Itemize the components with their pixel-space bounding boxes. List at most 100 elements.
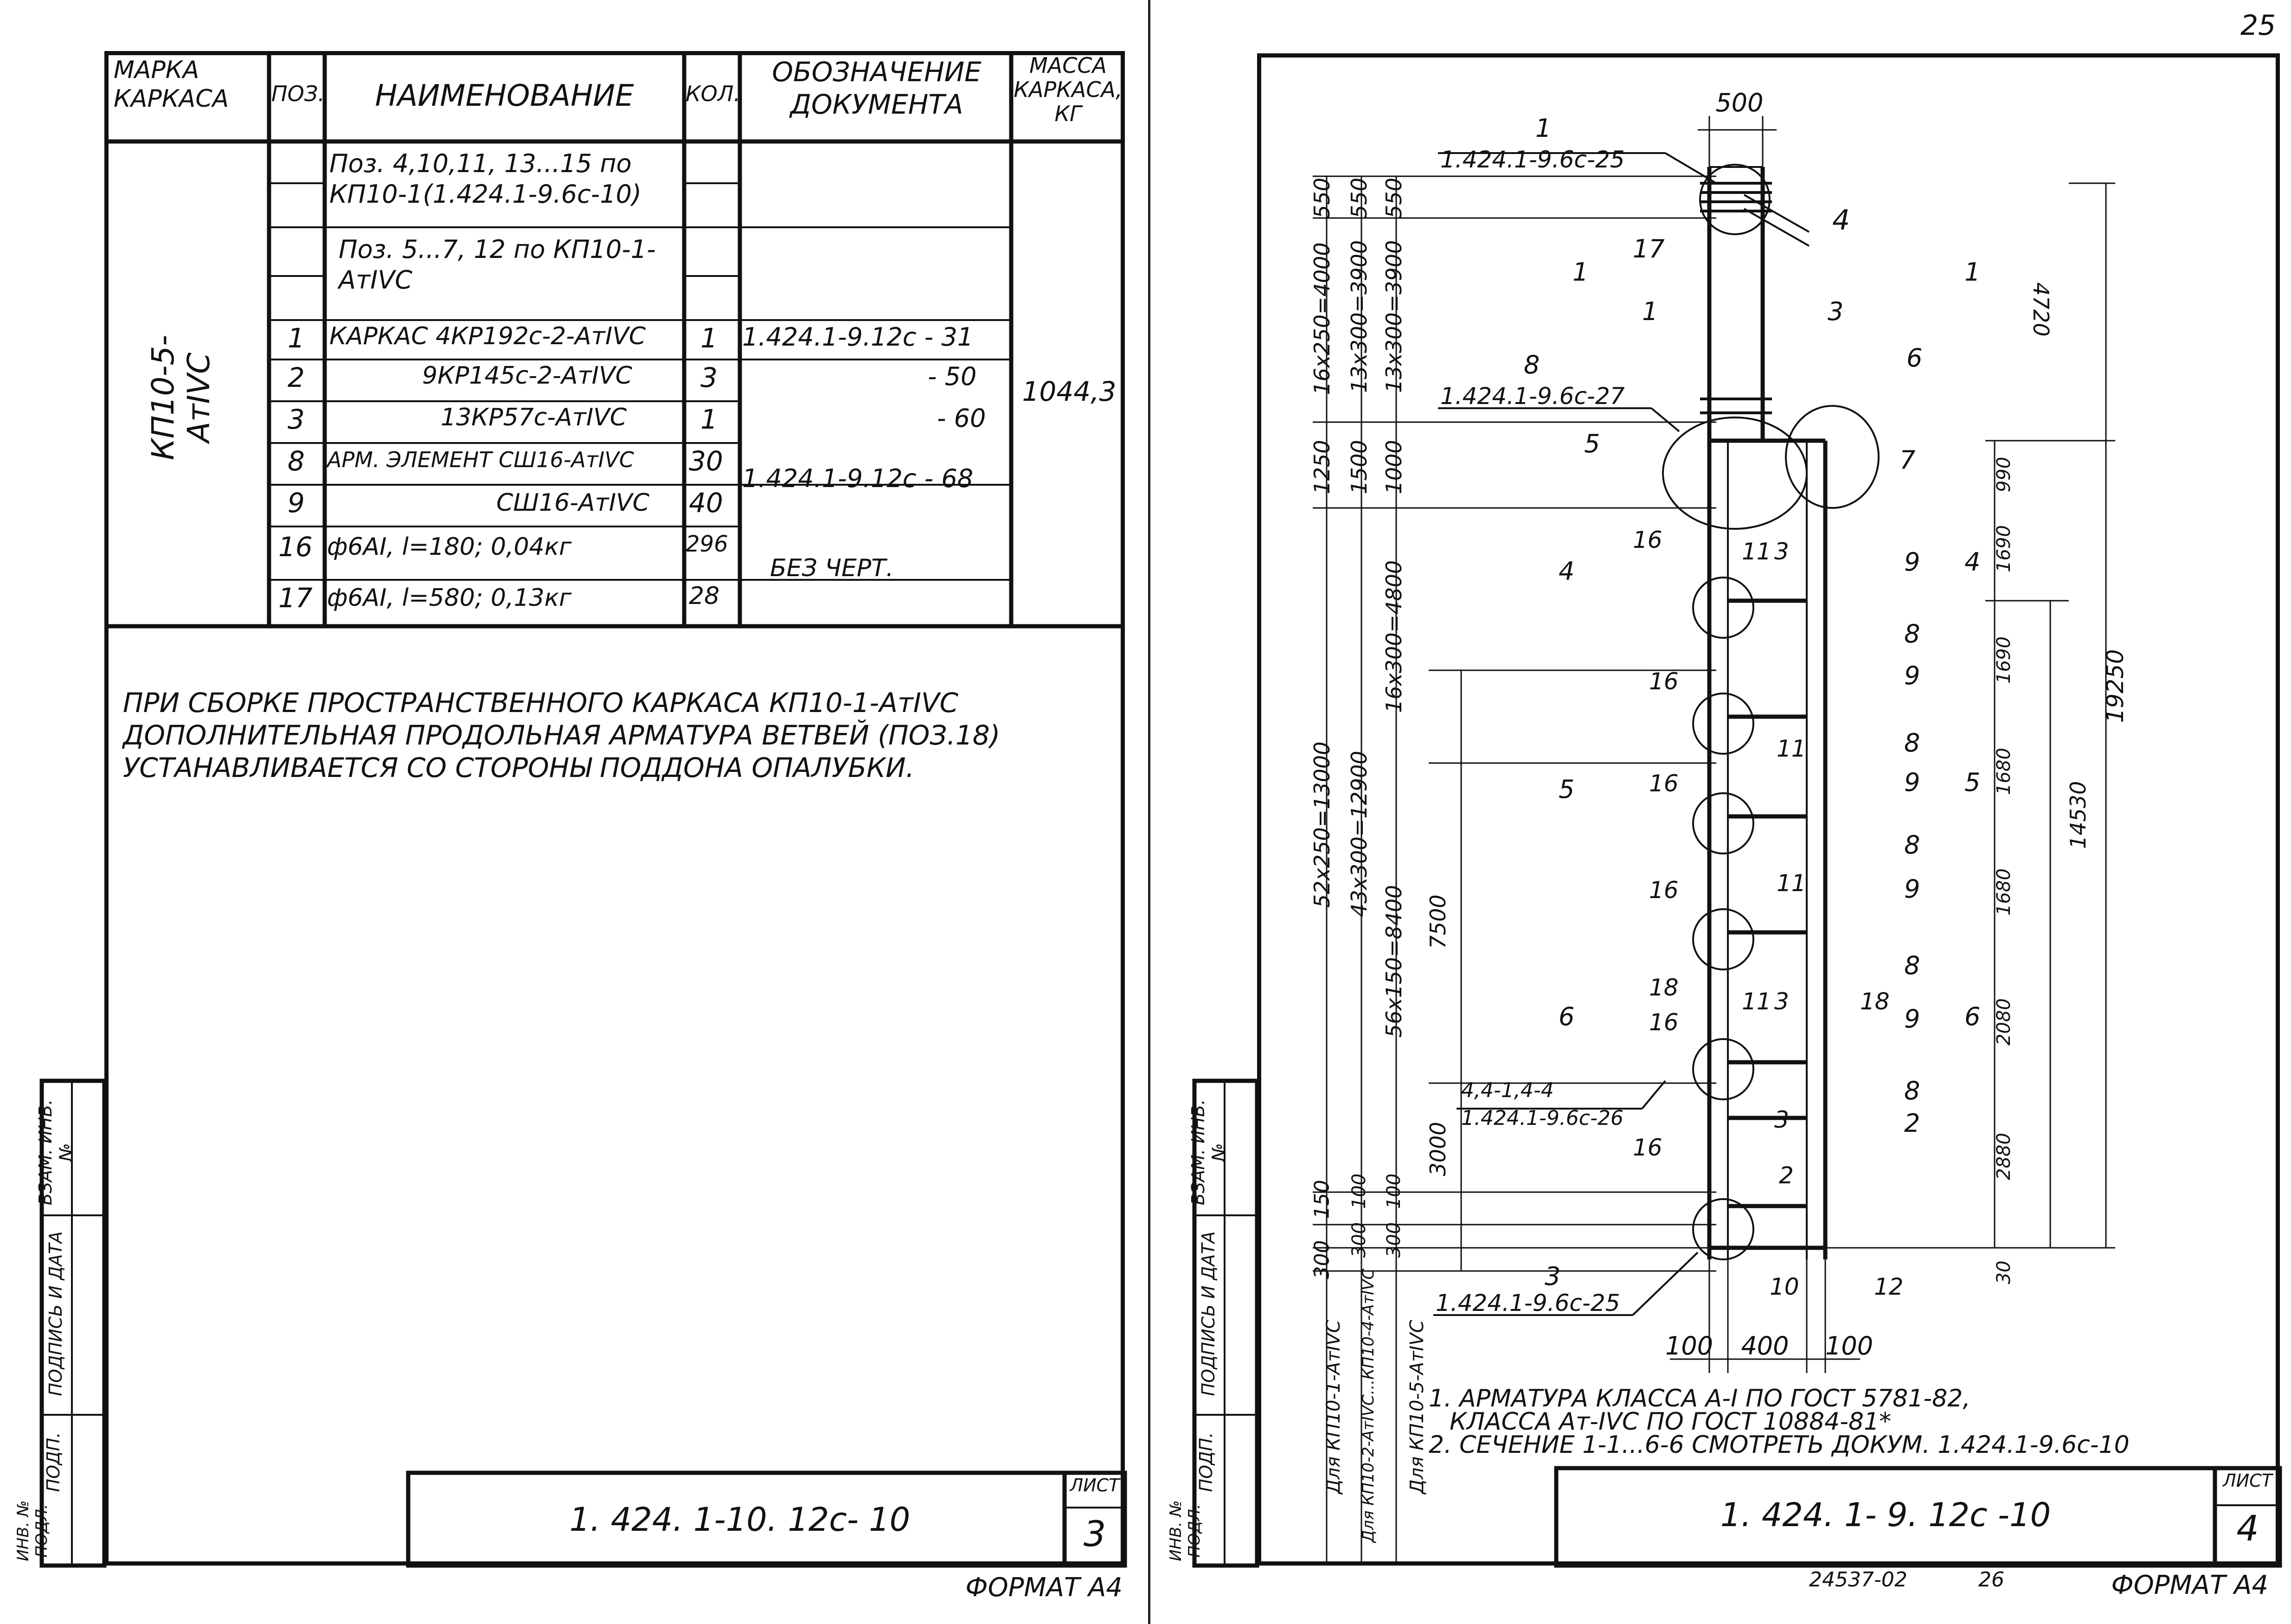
col-label-kp10-1: Для КП10-1-АтIVС (1323, 1320, 1344, 1494)
pos-label: 8 (1904, 728, 1920, 757)
dim-left: 300 (1383, 1222, 1405, 1258)
pos-label: 9 (1904, 874, 1920, 904)
dim-left: 1250 (1309, 440, 1335, 494)
dim-left: 13х300=3900 (1381, 240, 1406, 393)
dim-bottom: 400 (1741, 1331, 1789, 1361)
table-row: 3 13КР57с-АтIVС 1 - 60 (269, 404, 1011, 441)
dim-left: 13х300=3900 (1347, 240, 1372, 393)
drawing-notes: 1. АРМАТУРА КЛАССА А-I ПО ГОСТ 5781-82, … (1429, 1385, 2278, 1459)
table-row: 17 ф6АI, l=580; 0,13кг 28 (269, 582, 1011, 624)
row-qty: 40 (689, 487, 723, 519)
row-qty: 296 (686, 531, 728, 557)
right-title-block (1554, 1466, 2282, 1568)
page-divider (1148, 0, 1150, 1624)
right-side-label: ПОДПИСЬ И ДАТА (1198, 1231, 1219, 1396)
pos-label: 9 (1904, 547, 1920, 577)
dim-left: 150 (1310, 1180, 1334, 1219)
pos-label: 8 (1904, 619, 1920, 648)
section-mark: 1 (1572, 257, 1589, 287)
pos-label: 16 (1649, 877, 1679, 904)
callout-bottom-pos: 3 (1545, 1262, 1561, 1291)
dim-left: 100 (1383, 1173, 1405, 1209)
pos-label: 16 (1649, 770, 1679, 797)
dim-right: 4720 (2028, 282, 2054, 337)
row-doc: 1.424.1-9.12с - 31 (742, 322, 974, 352)
pos-label: 7 (1900, 445, 1916, 475)
dim-right: 1690 (1993, 525, 2015, 572)
callout-mid-pos: 8 (1524, 350, 1540, 379)
row-pos: 9 (288, 487, 305, 519)
dim-bottom: 100 (1825, 1331, 1874, 1361)
pos-label: 3 (1774, 1106, 1789, 1133)
section-mark: 4 (1559, 557, 1575, 586)
row-pos: 3 (288, 404, 305, 435)
side-label: ВЗАМ. ИНВ. № (35, 1099, 76, 1206)
dim-right: 990 (1993, 456, 2015, 493)
note-line: ПРИ СБОРКЕ ПРОСТРАНСТВЕННОГО КАРКАСА КП1… (123, 687, 959, 719)
dim-left: 550 (1309, 178, 1335, 218)
brand-value: КП10-5-АтIVС (145, 334, 217, 461)
right-bottom-id: 24537-02 (1809, 1568, 1907, 1592)
pos-label: 3 (1774, 538, 1789, 565)
dim-right: 14530 (2066, 781, 2091, 849)
dim-left: 300 (1348, 1222, 1370, 1258)
note-line: 2. СЕЧЕНИЕ 1-1...6-6 СМОТРЕТЬ ДОКУМ. 1.4… (1429, 1431, 2130, 1459)
callout-low-pos: 4,4-1,4-4 (1461, 1078, 1554, 1102)
dim-left: 1500 (1347, 440, 1372, 494)
note-line: ДОПОЛНИТЕЛЬНАЯ ПРОДОЛЬНАЯ АРМАТУРА ВЕТВЕ… (123, 719, 1001, 751)
pos-label: 9 (1904, 1004, 1920, 1033)
dim-left: 550 (1347, 178, 1372, 218)
pos-label: 11 (1742, 538, 1771, 565)
row-qty: 30 (689, 445, 723, 477)
header-brand: МАРКА КАРКАСА (114, 56, 229, 113)
dim-left: 16х300=4800 (1381, 560, 1406, 713)
right-side-stamp (1192, 1078, 1259, 1568)
pos-label: 8 (1904, 830, 1920, 860)
side-label: ПОДПИСЬ И ДАТА (45, 1231, 66, 1396)
pos-label: 16 (1633, 1134, 1662, 1161)
dim-right: 1680 (1993, 748, 2015, 795)
row-name: АРМ. ЭЛЕМЕНТ СШ16-АтIVС (327, 447, 634, 472)
note-line: 1. АРМАТУРА КЛАССА А-I ПО ГОСТ 5781-82, (1429, 1385, 1970, 1412)
right-side-label: ВЗАМ. ИНВ. № (1188, 1099, 1229, 1206)
ref-row-2: Поз. 5...7, 12 по КП10-1-АтIVС (339, 235, 656, 295)
dim-left: 300 (1310, 1240, 1334, 1279)
row-doc: - 50 (928, 362, 977, 391)
detail-circles (1662, 164, 1880, 1260)
pos-label: 5 (1584, 429, 1600, 458)
left-title-block (406, 1470, 1127, 1568)
pos-label: 18 (1649, 974, 1679, 1001)
header-qty: КОЛ. (686, 81, 741, 106)
pos-label: 6 (1906, 343, 1923, 372)
pos-label: 9 (1904, 768, 1920, 797)
table-row: 8 АРМ. ЭЛЕМЕНТ СШ16-АтIVС 30 1.424.1-9.1… (269, 445, 1011, 493)
left-sheet-number: 3 (1083, 1513, 1106, 1554)
spec-table-grid (104, 51, 1125, 629)
header-name: НАИМЕНОВАНИЕ (375, 79, 634, 113)
row-pos: 17 (278, 582, 313, 614)
row-doc: 1.424.1-9.12с - 68 (742, 464, 974, 493)
dim-right: 2080 (1993, 998, 2015, 1046)
section-mark: 4 (1964, 547, 1981, 577)
row-name: 9КР145с-2-АтIVС (422, 362, 632, 390)
right-dimension-chains (1825, 182, 2115, 1249)
pos-label: 8 (1904, 1076, 1920, 1105)
dim-right: 30 (1993, 1260, 2015, 1284)
pos-label: 11 (1742, 988, 1771, 1015)
note-line: УСТАНАВЛИВАЕТСЯ СО СТОРОНЫ ПОДДОНА ОПАЛУ… (123, 752, 915, 783)
pos-label: 16 (1649, 1009, 1679, 1036)
table-row: 16 ф6АI, l=180; 0,04кг 296 БЕЗ ЧЕРТ. (269, 531, 1011, 582)
right-bottom-id: 26 (1978, 1568, 2004, 1592)
right-sheet-number: 4 (2236, 1508, 2259, 1549)
left-stamp-code: 1. 424. 1-10. 12с- 10 (569, 1501, 911, 1539)
section-mark: 1 (1964, 257, 1981, 287)
pos-label: 18 (1860, 988, 1890, 1015)
right-sheet-label: ЛИСТ (2223, 1470, 2272, 1491)
dim-left: 100 (1348, 1173, 1370, 1209)
table-row: 2 9КР145с-2-АтIVС 3 - 50 (269, 362, 1011, 399)
row-pos: 8 (288, 445, 305, 477)
side-label: ИНВ. № ПОДЛ. (14, 1500, 51, 1561)
pos-label: 12 (1874, 1273, 1904, 1300)
note-line: КЛАССА Ат-IVС ПО ГОСТ 10884-81* (1450, 1408, 1892, 1436)
